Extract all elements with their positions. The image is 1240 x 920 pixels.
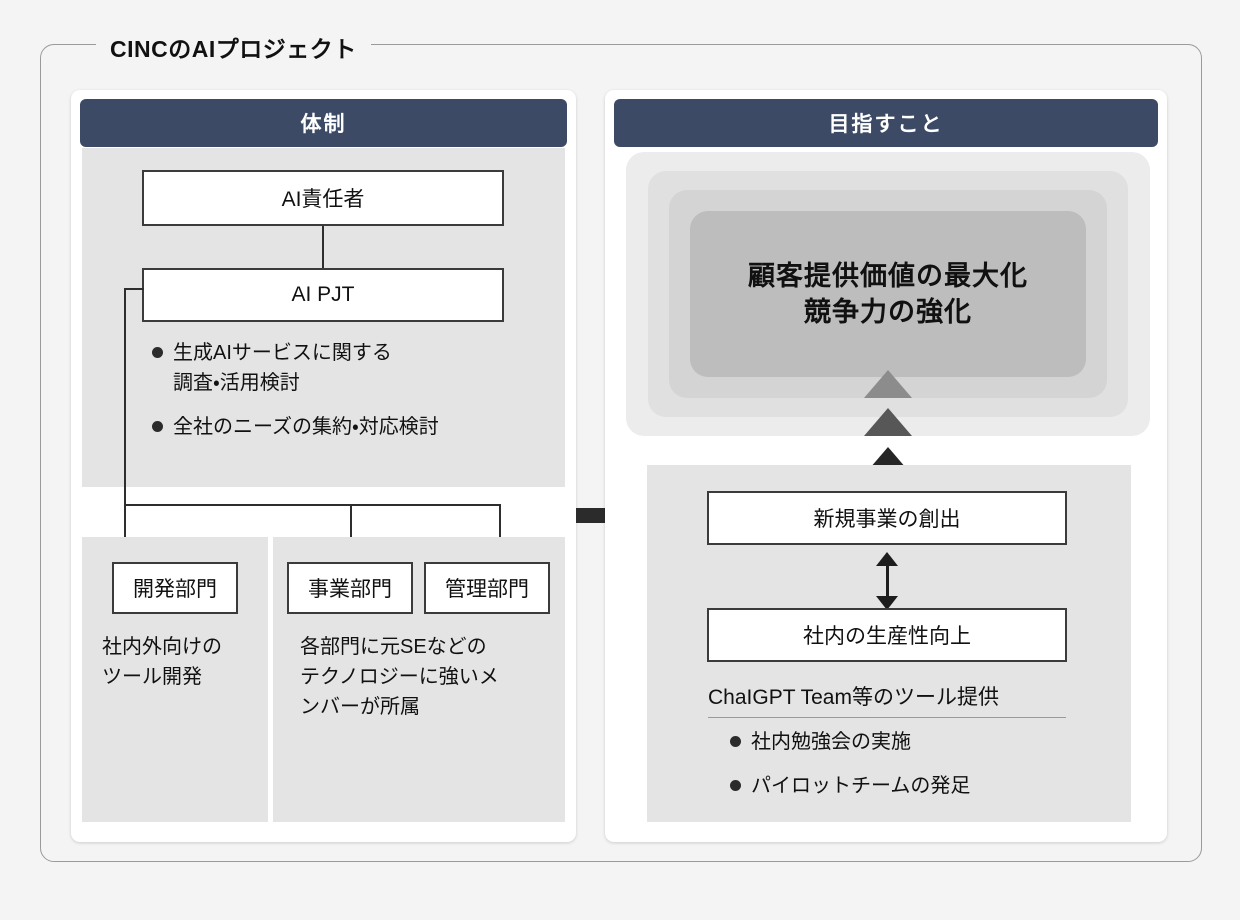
outer-frame — [40, 44, 1202, 862]
box-ai-pjt: AI PJT — [142, 268, 504, 322]
double-arrow-up-head — [876, 552, 898, 566]
bullet-text: パイロットチームの発足 — [751, 775, 971, 797]
list-item: 生成AIサービスに関する 調査・活用検討 — [152, 338, 552, 398]
right-panel-header: 目指すこと — [614, 99, 1158, 147]
list-item: パイロットチームの発足 — [730, 771, 1070, 801]
left-panel-header: 体制 — [80, 99, 567, 147]
triangle-mid-icon — [864, 408, 912, 436]
goal-nest-layer-4: 顧客提供価値の最大化 競争力の強化 — [690, 211, 1086, 377]
bullet-dot-icon — [730, 780, 741, 791]
connector-horizontal-bus — [124, 504, 501, 506]
connector-pjt-stub — [124, 288, 144, 290]
box-dev-dept: 開発部門 — [112, 562, 238, 614]
box-internal-productivity: 社内の生産性向上 — [707, 608, 1067, 662]
group-depts-caption: 各部門に元SEなどの テクノロジーに強いメ ンバーが所属 — [300, 636, 499, 718]
box-ai-leader: AI責任者 — [142, 170, 504, 226]
bullet-dot-icon — [730, 736, 741, 747]
box-new-business: 新規事業の創出 — [707, 491, 1067, 545]
triangle-light-icon — [864, 370, 912, 398]
double-arrow-shaft — [885, 560, 889, 602]
connector-leader-to-pjt — [322, 226, 324, 268]
bullet-dot-icon — [152, 421, 163, 432]
left-bullet-list: 生成AIサービスに関する 調査・活用検討 全社のニーズの集約・対応検討 — [152, 338, 552, 456]
bullet-text: 全社のニーズの集約・対応検討 — [173, 416, 439, 438]
tool-provision-label: ChaIGPT Team等のツール提供 — [708, 681, 1066, 718]
double-arrow-down-head — [876, 596, 898, 610]
box-admin-dept: 管理部門 — [424, 562, 550, 614]
right-bullet-list: 社内勉強会の実施 パイロットチームの発足 — [730, 727, 1070, 815]
bullet-dot-icon — [152, 347, 163, 358]
list-item: 社内勉強会の実施 — [730, 727, 1070, 757]
list-item: 全社のニーズの集約・対応検討 — [152, 412, 552, 442]
bullet-text: 社内勉強会の実施 — [751, 731, 911, 753]
bullet-text: 生成AIサービスに関する 調査・活用検討 — [173, 342, 392, 394]
connector-drop-business — [350, 504, 352, 563]
dev-dept-caption: 社内外向けの ツール開発 — [102, 636, 222, 688]
box-business-dept: 事業部門 — [287, 562, 413, 614]
connector-drop-admin — [499, 504, 501, 563]
connector-pjt-down — [124, 288, 126, 563]
frame-legend-title: CINCのAIプロジェクト — [96, 30, 371, 64]
goal-text: 顧客提供価値の最大化 競争力の強化 — [748, 260, 1028, 327]
